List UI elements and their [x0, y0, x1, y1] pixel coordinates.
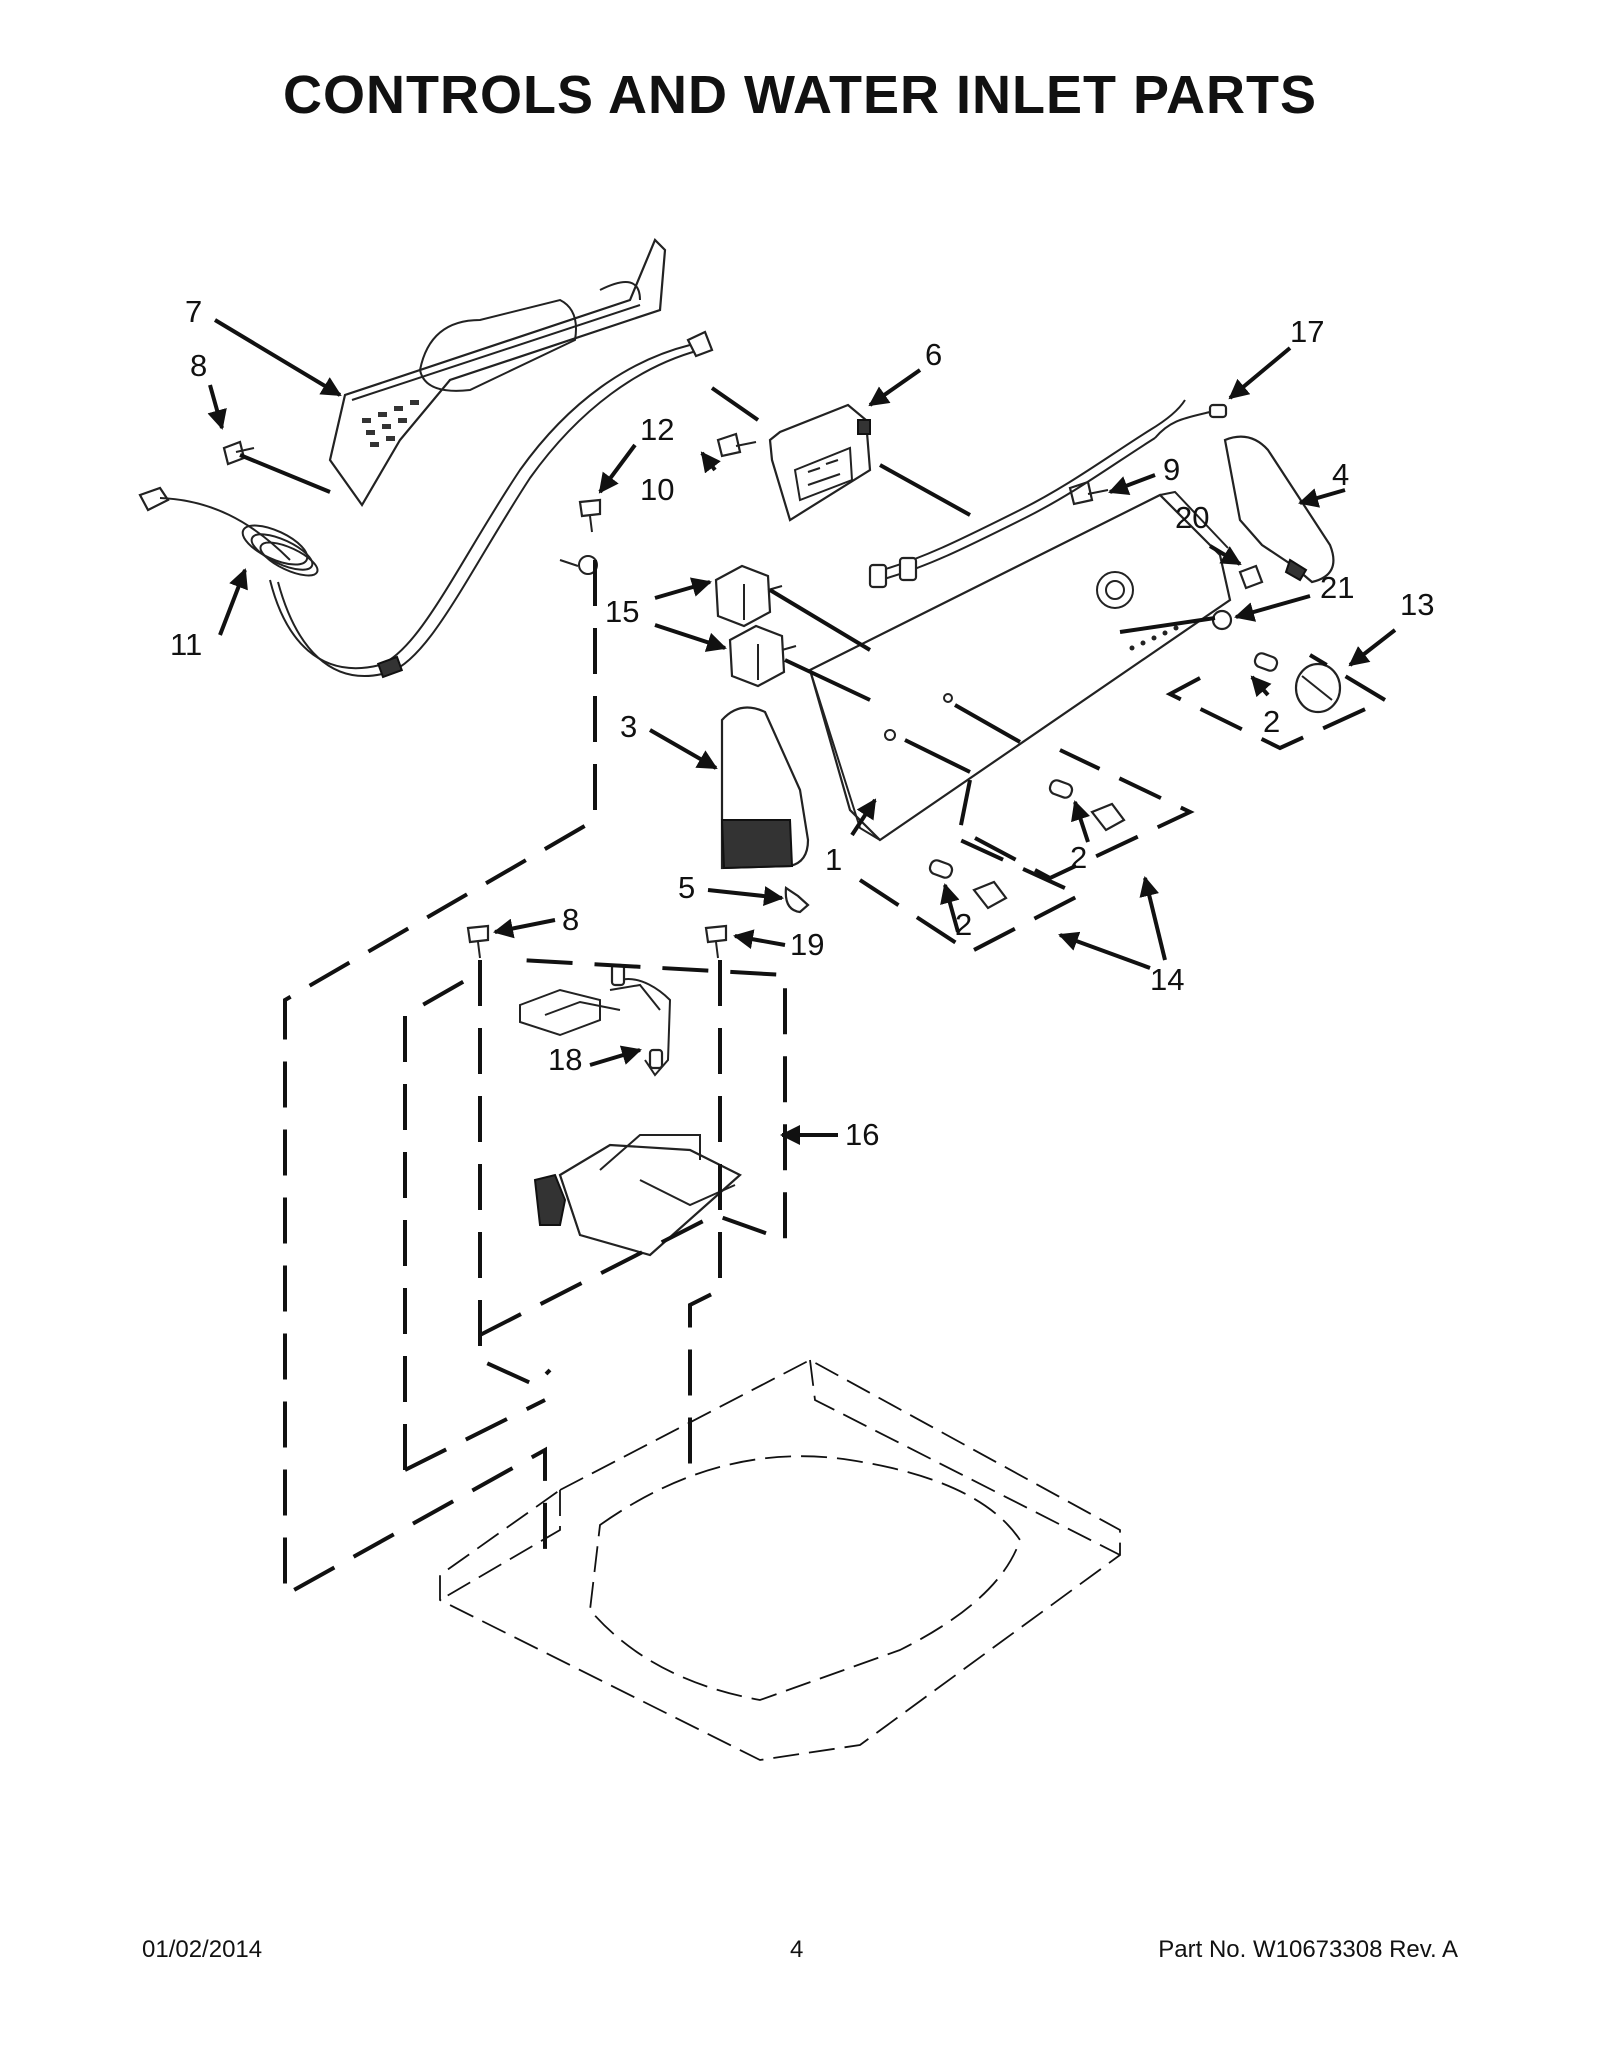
- switch-lower: [728, 624, 797, 688]
- callout-2-right: 2: [1263, 704, 1280, 739]
- cabinet-top: [439, 1358, 1121, 1761]
- screw-20: [1238, 564, 1264, 590]
- callout-13: 13: [1400, 587, 1434, 622]
- screw-10: [716, 432, 757, 458]
- knob-shaft-right: [1253, 652, 1279, 672]
- callout-18: 18: [548, 1042, 582, 1077]
- power-cord: [138, 330, 714, 679]
- callout-7: 7: [185, 294, 202, 329]
- knob-14-low: [972, 880, 1008, 910]
- screw-8-upper: [222, 440, 255, 466]
- screw-19: [704, 924, 728, 959]
- callout-2-mid: 2: [1070, 840, 1087, 875]
- end-cap-left: [720, 706, 810, 870]
- screw-8-lower: [466, 924, 490, 959]
- knob-shaft-low: [928, 859, 954, 879]
- callout-labels: 7 8 12 10 6 17 9 4 20 21 13 15 11 3 1 2 …: [170, 294, 1434, 1152]
- screw-9: [1068, 480, 1109, 506]
- callout-16: 17: [1290, 314, 1324, 349]
- wire-harness: [868, 399, 1228, 589]
- callout-20: 20: [1175, 500, 1209, 535]
- callout-17: 16: [845, 1117, 879, 1152]
- callout-1: 1: [825, 842, 842, 877]
- washer-21: [1211, 609, 1233, 631]
- page-title: CONTROLS AND WATER INLET PARTS: [283, 65, 1317, 125]
- callout-10: 10: [640, 472, 674, 507]
- callout-11: 11: [170, 627, 202, 662]
- footer-part-number: Part No. W10673308 Rev. A: [1158, 1936, 1458, 1963]
- callout-6: 6: [925, 337, 942, 372]
- assembly-guides: [283, 560, 1390, 1599]
- callout-3: 3: [620, 709, 637, 744]
- callout-8-upper: 8: [190, 348, 207, 383]
- knob-13: [1294, 662, 1342, 714]
- callout-12: 12: [640, 412, 674, 447]
- switch-upper: [714, 564, 783, 628]
- control-board: [768, 403, 872, 522]
- console: [808, 490, 1232, 842]
- callout-2-low: 2: [955, 907, 972, 942]
- callout-14: 14: [1150, 962, 1184, 997]
- callout-9: 9: [1163, 452, 1180, 487]
- callout-15: 15: [605, 594, 639, 629]
- knob-shaft-mid: [1048, 779, 1074, 799]
- callout-4: 4: [1332, 457, 1349, 492]
- knob-14-mid: [1090, 802, 1126, 832]
- dispenser-assembly: [533, 1134, 742, 1257]
- callout-21: 21: [1320, 570, 1354, 605]
- callout-leaders: [207, 318, 1397, 1145]
- console-back-panel: [328, 238, 667, 508]
- callout-8-lower: 8: [562, 902, 579, 937]
- clip: [784, 886, 810, 914]
- callout-5: 5: [678, 870, 695, 905]
- footer-date: 01/02/2014: [142, 1936, 263, 1963]
- footer-page-number: 4: [790, 1936, 804, 1963]
- end-cap-right: [1223, 435, 1335, 584]
- callout-19: 19: [790, 927, 824, 962]
- water-valve-hoses: [519, 963, 672, 1077]
- screw-12: [578, 498, 602, 533]
